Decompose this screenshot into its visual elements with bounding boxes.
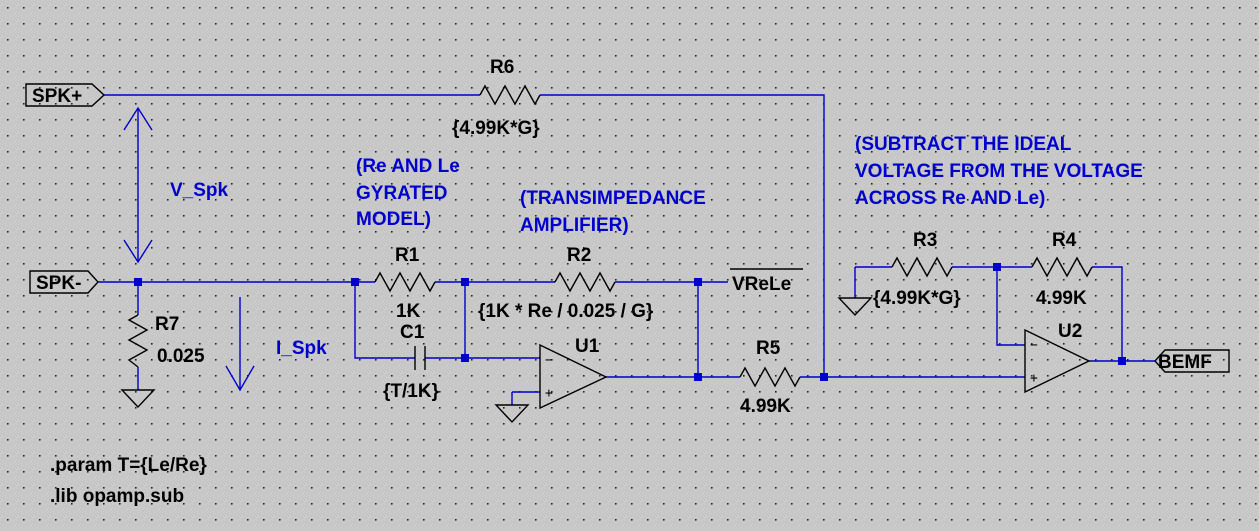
svg-text:−: −: [545, 353, 553, 368]
r2-value: {1K * Re / 0.025 / G}: [478, 301, 654, 322]
port-spk-minus[interactable]: SPK-: [29, 270, 99, 294]
svg-text:(SUBTRACT THE IDEAL: (SUBTRACT THE IDEAL: [855, 134, 1072, 155]
annotation-gyrated-model: (Re AND Le GYRATED MODEL): [356, 156, 460, 230]
c1-name: C1: [400, 322, 425, 343]
port-spk-plus-label: SPK+: [32, 86, 82, 107]
annotation-i-spk: I_Spk: [276, 338, 327, 359]
port-spk-plus[interactable]: SPK+: [25, 83, 106, 107]
ground-u1: [494, 404, 530, 424]
r6-value: {4.99K*G}: [452, 118, 540, 139]
r3-value: {4.99K*G}: [873, 288, 961, 309]
r6-name: R6: [490, 57, 514, 78]
c1-value: {T/1K}: [383, 381, 440, 402]
resistor-r1[interactable]: [374, 271, 436, 293]
ground-r3: [837, 297, 873, 317]
port-bemf[interactable]: BEMF: [1154, 349, 1230, 373]
r5-name: R5: [756, 338, 781, 359]
svg-text:+: +: [1030, 371, 1038, 386]
junction-dots: [134, 263, 1126, 381]
directive-lib[interactable]: .lib opamp.sub: [50, 486, 184, 507]
opamp-u1[interactable]: − +: [539, 343, 608, 410]
port-spk-minus-label: SPK-: [36, 273, 81, 294]
u2-name: U2: [1058, 321, 1082, 342]
r4-name: R4: [1052, 230, 1077, 251]
r4-value: 4.99K: [1036, 288, 1087, 309]
resistor-r3[interactable]: [891, 256, 953, 278]
resistor-r6[interactable]: [479, 84, 541, 106]
annotation-transimpedance: (TRANSIMPEDANCE AMPLIFIER): [520, 188, 706, 236]
resistor-r7[interactable]: [127, 314, 149, 368]
svg-text:−: −: [1030, 338, 1038, 353]
r2-name: R2: [567, 245, 591, 266]
svg-text:(TRANSIMPEDANCE: (TRANSIMPEDANCE: [520, 188, 706, 209]
svg-text:GYRATED: GYRATED: [356, 183, 447, 204]
r1-name: R1: [395, 245, 420, 266]
u1-name: U1: [575, 336, 600, 357]
svg-text:VOLTAGE FROM THE VOLTAGE: VOLTAGE FROM THE VOLTAGE: [855, 161, 1143, 182]
ground-r7: [120, 389, 156, 409]
wires: [98, 94, 1155, 405]
v-spk-arrow: [123, 106, 153, 264]
r1-value: 1K: [396, 301, 421, 322]
svg-text:AMPLIFIER): AMPLIFIER): [520, 215, 629, 236]
annotation-subtract: (SUBTRACT THE IDEAL VOLTAGE FROM THE VOL…: [855, 134, 1143, 209]
net-label-vrele-text: VReLe: [732, 274, 791, 295]
svg-text:MODEL): MODEL): [356, 209, 431, 230]
svg-text:ACROSS Re AND Le): ACROSS Re AND Le): [855, 188, 1045, 209]
r3-name: R3: [913, 230, 937, 251]
r7-value: 0.025: [157, 346, 205, 367]
port-bemf-label: BEMF: [1158, 352, 1212, 373]
r5-value: 4.99K: [740, 396, 791, 417]
svg-text:+: +: [545, 386, 553, 401]
net-label-vrele: VReLe: [730, 268, 803, 295]
resistor-r5[interactable]: [739, 366, 801, 388]
r7-name: R7: [155, 314, 179, 335]
annotation-v-spk: V_Spk: [170, 180, 229, 201]
i-spk-arrow: [225, 297, 255, 392]
resistor-r4[interactable]: [1031, 256, 1093, 278]
resistor-r2[interactable]: [554, 271, 616, 293]
capacitor-c1[interactable]: [414, 346, 426, 370]
svg-text:(Re AND Le: (Re AND Le: [356, 156, 460, 177]
directive-param[interactable]: .param T={Le/Re}: [50, 455, 207, 476]
opamp-u2[interactable]: − +: [1024, 328, 1091, 394]
